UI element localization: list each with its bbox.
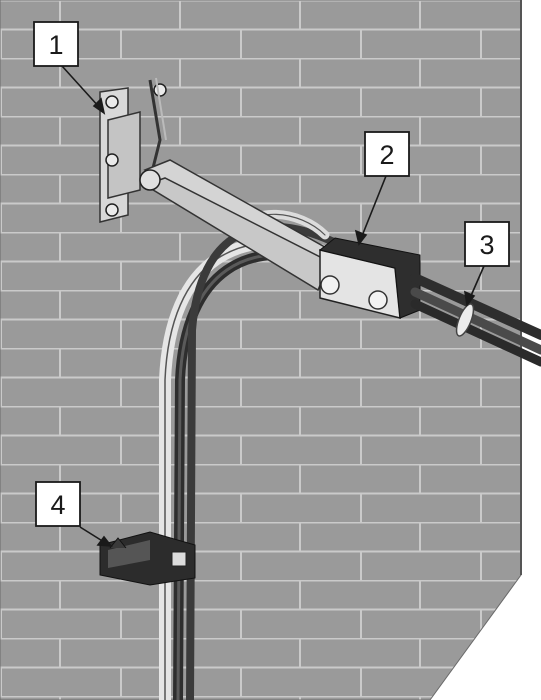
suspension-arm: [139, 159, 331, 292]
wall-cable-clip: [99, 531, 196, 586]
callout-label-3: 3: [479, 230, 494, 260]
outgoing-cables: [410, 273, 541, 367]
suspension-clamp: [318, 237, 421, 319]
callout-3: 3: [464, 221, 510, 267]
leader-lines: [61, 65, 485, 547]
callout-label-4: 4: [50, 490, 65, 520]
callout-4: 4: [35, 481, 81, 527]
callout-1: 1: [33, 21, 79, 67]
cable-tie: [455, 303, 475, 337]
wall-bracket: [99, 77, 167, 223]
brick-wall: [0, 0, 522, 700]
callout-label-1: 1: [48, 30, 63, 60]
callout-2: 2: [364, 131, 410, 177]
callout-label-2: 2: [379, 140, 394, 170]
